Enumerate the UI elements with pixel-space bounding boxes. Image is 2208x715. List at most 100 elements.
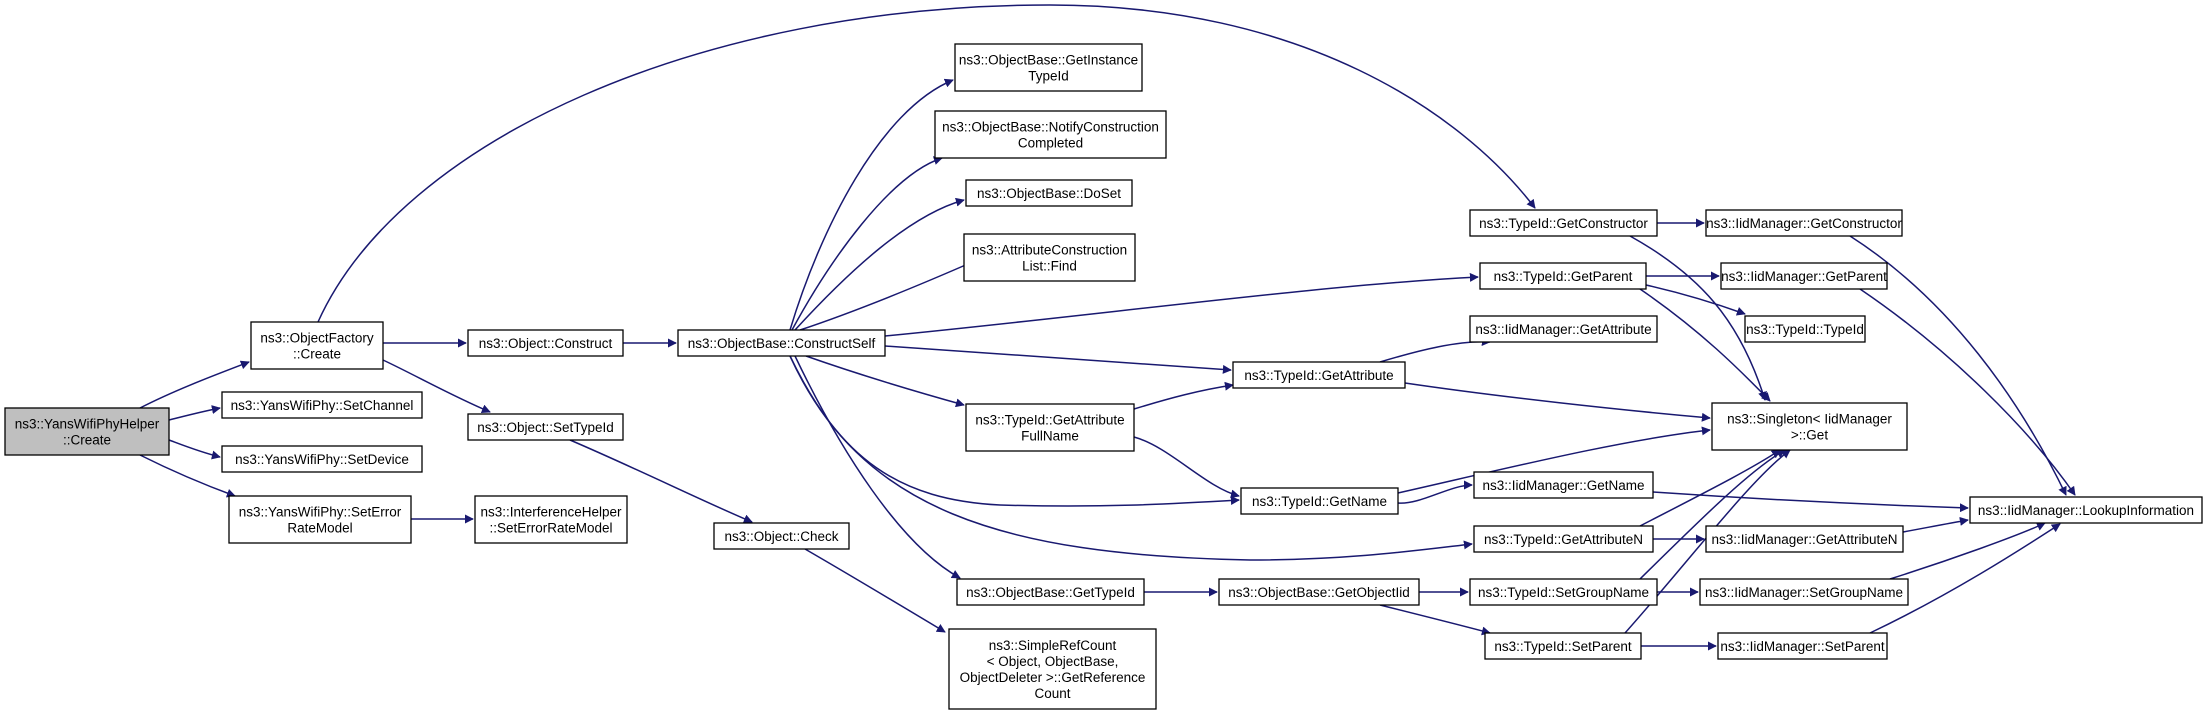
node-tid-setparent[interactable]: ns3::TypeId::SetParent: [1484, 632, 1642, 660]
node-label-line: ns3::YansWifiPhy::SetChannel: [231, 398, 414, 413]
node-iid-getattributen[interactable]: ns3::IidManager::GetAttributeN: [1705, 525, 1904, 553]
node-box: [1711, 402, 1908, 451]
call-edge-ob_constructself-to-ob_gettypeid: [794, 355, 961, 579]
call-edge-tid_getconstructor-to-singleton_get: [1629, 235, 1767, 401]
node-label-line: ns3::IidManager::GetAttribute: [1475, 322, 1651, 337]
call-edge-ob_constructself-to-ob_getinstance: [789, 78, 954, 331]
node-label-line: ns3::Singleton< IidManager: [1727, 412, 1892, 427]
node-box: [956, 578, 1145, 606]
node-label-line: FullName: [1021, 429, 1079, 444]
node-of-create[interactable]: ns3::ObjectFactory::Create: [250, 321, 384, 370]
node-box: [228, 495, 412, 544]
call-edge-tid_getattrfull-to-tid_getattr: [1133, 381, 1234, 410]
node-label-line: ns3::TypeId::SetParent: [1494, 639, 1632, 654]
node-label-line: ns3::IidManager::GetConstructor: [1706, 216, 1902, 231]
node-singleton-get[interactable]: ns3::Singleton< IidManager >::Get: [1711, 402, 1908, 451]
call-edge-root-to-set_erm: [139, 454, 236, 498]
node-iid-getparent[interactable]: ns3::IidManager::GetParent: [1720, 262, 1888, 290]
node-ob-doset[interactable]: ns3::ObjectBase::DoSet: [965, 179, 1133, 207]
node-tid-getparent[interactable]: ns3::TypeId::GetParent: [1479, 262, 1647, 290]
node-label-line: ns3::AttributeConstruction: [972, 243, 1127, 258]
node-label-line: ns3::TypeId::GetAttributeN: [1484, 532, 1643, 547]
call-edge-tid_getattrn-to-singleton_get: [1639, 449, 1781, 527]
node-obj-check[interactable]: ns3::Object::Check: [713, 522, 850, 550]
call-edge-ob_constructself-to-tid_getattr: [884, 345, 1232, 374]
node-ob-gettypeid[interactable]: ns3::ObjectBase::GetTypeId: [956, 578, 1145, 606]
node-label-line: ns3::IidManager::GetName: [1482, 478, 1644, 493]
node-label-line: ns3::IidManager::SetGroupName: [1705, 585, 1903, 600]
call-edge-tid_getattr-to-singleton_get: [1404, 382, 1711, 422]
node-box: [1473, 525, 1654, 553]
node-tid-setgroupname[interactable]: ns3::TypeId::SetGroupName: [1469, 578, 1658, 606]
call-edge-iid_getattributen-to-iid_lookup: [1902, 516, 1969, 533]
node-obj-settypeid[interactable]: ns3::Object::SetTypeId: [467, 413, 624, 441]
node-set-erm[interactable]: ns3::YansWifiPhy::SetErrorRateModel: [228, 495, 412, 544]
call-edge-ob_constructself-to-tid_getattrfull: [805, 355, 965, 408]
node-tid-getconstructor[interactable]: ns3::TypeId::GetConstructor: [1469, 209, 1658, 237]
node-obj-construct[interactable]: ns3::Object::Construct: [467, 329, 624, 357]
call-edge-obj_settypeid-to-obj_check: [569, 439, 753, 523]
node-box: [1469, 209, 1658, 237]
node-label-line: Count: [1034, 686, 1070, 701]
node-ob-notify[interactable]: ns3::ObjectBase::NotifyConstructionCompl…: [934, 110, 1167, 159]
node-label-line: ::SetErrorRateModel: [489, 521, 612, 536]
call-edge-tid_setgroupname-to-singleton_get: [1639, 449, 1786, 580]
node-box: [1218, 578, 1420, 606]
node-box: [1699, 578, 1909, 606]
node-box: [1240, 487, 1399, 515]
node-label-line: ns3::IidManager::GetParent: [1721, 269, 1887, 284]
node-label-line: TypeId: [1028, 69, 1069, 84]
node-iid-getname[interactable]: ns3::IidManager::GetName: [1473, 471, 1654, 499]
node-set-channel[interactable]: ns3::YansWifiPhy::SetChannel: [221, 391, 423, 419]
node-label-line: ns3::YansWifiPhyHelper: [15, 417, 160, 432]
call-edge-of_create-to-obj_settypeid: [382, 359, 491, 413]
call-edge-iid_getname-to-iid_lookup: [1652, 491, 1969, 513]
call-edge-ob_constructself-to-tid_getparent: [884, 272, 1479, 337]
node-iid-getconstructor[interactable]: ns3::IidManager::GetConstructor: [1705, 209, 1903, 237]
call-edge-iid_setparent-to-iid_lookup: [1869, 523, 2061, 634]
node-ob-constructself[interactable]: ns3::ObjectBase::ConstructSelf: [677, 329, 886, 357]
call-edge-iid_setgroupname-to-iid_lookup: [1889, 522, 2046, 580]
call-edge-root-to-set_channel: [168, 405, 221, 421]
node-label-line: ns3::Object::SetTypeId: [477, 420, 614, 435]
node-tid-getattr[interactable]: ns3::TypeId::GetAttribute: [1232, 361, 1406, 389]
node-box: [1720, 262, 1888, 290]
node-label-line: ns3::TypeId::GetName: [1252, 494, 1387, 509]
node-box: [221, 391, 423, 419]
node-ob-getobjtid[interactable]: ns3::ObjectBase::GetObjectIid: [1218, 578, 1420, 606]
node-label-line: ObjectDeleter >::GetReference: [960, 670, 1146, 685]
node-iid-setparent[interactable]: ns3::IidManager::SetParent: [1717, 632, 1888, 660]
node-label-line: RateModel: [287, 521, 352, 536]
node-box: [1705, 525, 1904, 553]
node-label-line: ns3::IidManager::SetParent: [1720, 639, 1885, 654]
node-label-line: ns3::ObjectBase::NotifyConstruction: [942, 120, 1159, 135]
node-tid-getattrn[interactable]: ns3::TypeId::GetAttributeN: [1473, 525, 1654, 553]
node-label-line: Completed: [1018, 136, 1083, 151]
call-edge-tid_getattr-to-iid_getattribute: [1379, 336, 1491, 363]
call-edge-iid_getparent-to-iid_lookup: [1859, 288, 2076, 496]
node-box: [221, 445, 423, 473]
node-label-line: ns3::InterferenceHelper: [480, 505, 622, 520]
call-edge-tid_getattrfull-to-tid_getname: [1133, 436, 1240, 499]
node-ih-seterm[interactable]: ns3::InterferenceHelper::SetErrorRateMod…: [474, 495, 628, 544]
node-iid-lookup[interactable]: ns3::IidManager::LookupInformation: [1969, 496, 2203, 524]
node-label-line: ns3::TypeId::GetConstructor: [1479, 216, 1648, 231]
call-edge-of_create-to-tid_getconstructor: [317, 4, 1536, 323]
node-tid-getname[interactable]: ns3::TypeId::GetName: [1240, 487, 1399, 515]
node-iid-setgroupname[interactable]: ns3::IidManager::SetGroupName: [1699, 578, 1909, 606]
node-root[interactable]: ns3::YansWifiPhyHelper::Create: [4, 407, 170, 456]
node-box: [963, 233, 1136, 282]
node-tid-typeid[interactable]: ns3::TypeId::TypeId: [1744, 315, 1866, 343]
call-edge-ob_getobjtid-to-tid_setparent: [1379, 604, 1491, 636]
node-set-device[interactable]: ns3::YansWifiPhy::SetDevice: [221, 445, 423, 473]
call-edge-root-to-set_device: [168, 439, 221, 460]
node-iid-getattribute[interactable]: ns3::IidManager::GetAttribute: [1469, 315, 1658, 343]
node-label-line: ns3::Object::Construct: [479, 336, 613, 351]
node-src-getref[interactable]: ns3::SimpleRefCount< Object, ObjectBase,…: [948, 628, 1157, 710]
node-box: [474, 495, 628, 544]
node-label-line: ns3::TypeId::GetParent: [1494, 269, 1633, 284]
